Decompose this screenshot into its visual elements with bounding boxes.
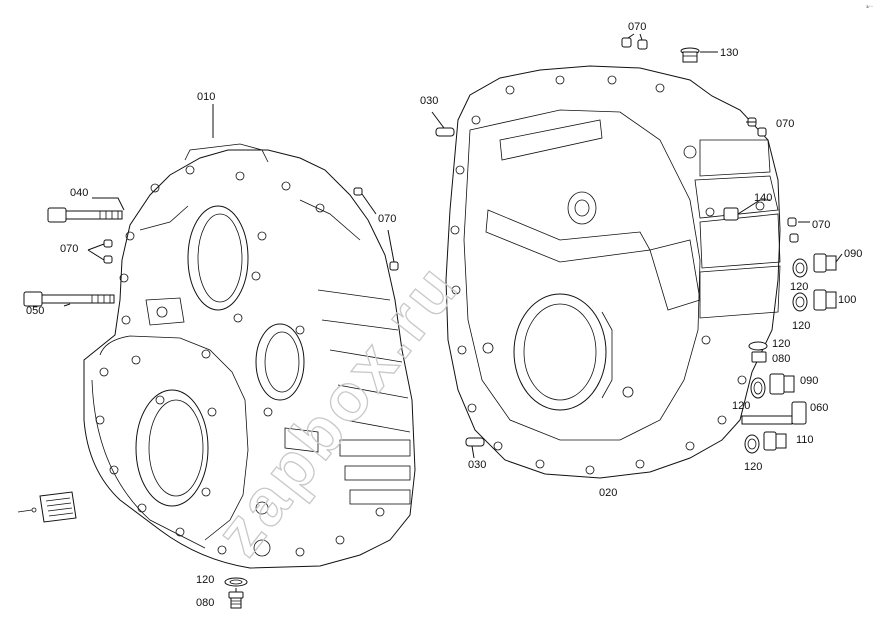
seal-ring-120-e	[744, 434, 760, 454]
label-120-d: 120	[732, 400, 750, 412]
label-090-mid: 090	[800, 375, 818, 387]
label-030-top: 030	[420, 95, 438, 107]
dowel-070-left-a	[103, 239, 113, 248]
dowel-030-bottom	[465, 437, 485, 447]
label-110: 110	[796, 434, 814, 446]
corner-mark: 3/···	[866, 4, 873, 9]
label-100: 100	[838, 294, 856, 306]
bolt-050	[23, 291, 115, 307]
plug-090-top	[813, 253, 837, 273]
label-070-top: 070	[628, 21, 646, 33]
label-080-bottom: 080	[196, 597, 214, 609]
dowel-070-left-c	[353, 187, 363, 196]
bolt-060	[741, 401, 807, 425]
plug-080-right	[751, 351, 767, 363]
label-020: 020	[599, 487, 617, 499]
seal-ring-120-c	[748, 341, 768, 351]
housing-020	[445, 65, 781, 479]
plug-110	[763, 431, 787, 451]
label-050: 050	[26, 305, 44, 317]
plug-080-bottom	[228, 591, 244, 609]
label-140: 140	[754, 192, 772, 204]
bolt-040	[47, 207, 123, 223]
housing-010	[83, 143, 416, 569]
dowel-030-top	[435, 127, 455, 137]
plug-130	[680, 47, 700, 63]
seal-ring-120-b	[792, 292, 808, 312]
plug-090-mid	[769, 373, 795, 395]
seal-ring-120-a	[792, 258, 808, 278]
label-130: 130	[720, 47, 738, 59]
label-070-right: 070	[812, 219, 830, 231]
leader-lines	[63, 33, 843, 592]
plug-100	[813, 289, 837, 311]
label-070-left: 070	[60, 243, 78, 255]
label-070-right-top: 070	[776, 118, 794, 130]
label-120-e: 120	[744, 461, 762, 473]
plug-140	[723, 207, 739, 221]
dowel-070-top	[621, 37, 648, 50]
label-120-a: 120	[790, 281, 808, 293]
label-010: 010	[197, 91, 215, 103]
dowel-070-right	[787, 217, 799, 243]
label-070-left-top: 070	[378, 213, 396, 225]
label-080-right: 080	[772, 353, 790, 365]
label-030-bottom: 030	[468, 459, 486, 471]
label-040: 040	[70, 187, 88, 199]
label-120-b: 120	[792, 320, 810, 332]
label-120-bottom: 120	[196, 574, 214, 586]
label-090-top: 090	[844, 248, 862, 260]
label-120-c: 120	[772, 338, 790, 350]
type-plate	[17, 491, 77, 523]
dowel-070-left-b	[103, 255, 113, 264]
label-060: 060	[810, 402, 828, 414]
part-labels: 010 020 030 030 040 070 050 070 070 130 …	[26, 21, 862, 609]
seal-ring-120-d	[750, 377, 766, 399]
dowel-070-left-d	[389, 261, 399, 271]
seal-ring-120-bottom	[224, 577, 248, 587]
